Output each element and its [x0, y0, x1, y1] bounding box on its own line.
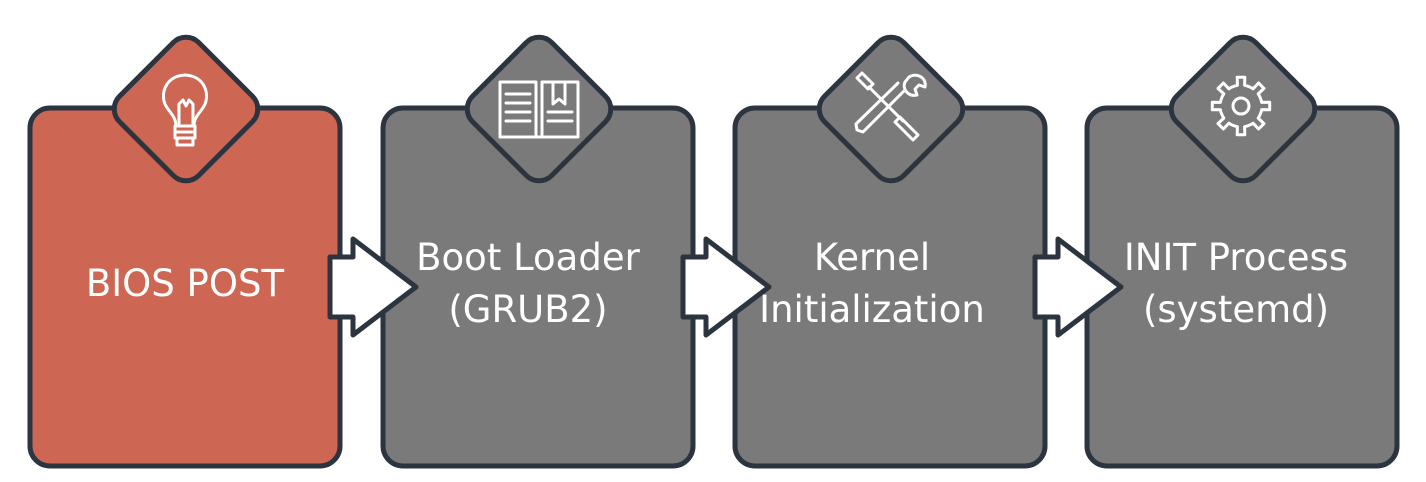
- book-icon: [498, 80, 580, 139]
- stage-label-line1: INIT Process: [1123, 236, 1349, 279]
- stage-label-kernel-initialization: Kernel Initialization: [735, 232, 1045, 336]
- stage-label-line2: (systemd): [1142, 288, 1330, 331]
- arrow-1: [327, 236, 419, 338]
- arrow-3: [1032, 236, 1124, 338]
- stage-bios-post: [27, 34, 343, 469]
- stage-diamond-bios-post: [111, 34, 261, 184]
- stage-diamond-boot-loader: [464, 34, 614, 184]
- stage-diamond-init-process: [1168, 34, 1318, 184]
- stage-label-init-process: INIT Process (systemd): [1087, 232, 1397, 336]
- stage-label-line1: BIOS POST: [85, 262, 285, 305]
- gear-icon: [1210, 75, 1272, 137]
- arrow-2: [680, 236, 772, 338]
- stage-label-line1: Boot Loader: [416, 236, 640, 279]
- lightbulb-icon: [161, 73, 209, 147]
- stage-label-bios-post: BIOS POST: [30, 258, 340, 310]
- stage-label-line2: Initialization: [759, 288, 985, 331]
- tools-icon: [854, 71, 927, 142]
- stage-label-line2: (GRUB2): [448, 288, 608, 331]
- stage-label-boot-loader: Boot Loader (GRUB2): [383, 232, 693, 336]
- stage-label-line1: Kernel: [813, 236, 931, 279]
